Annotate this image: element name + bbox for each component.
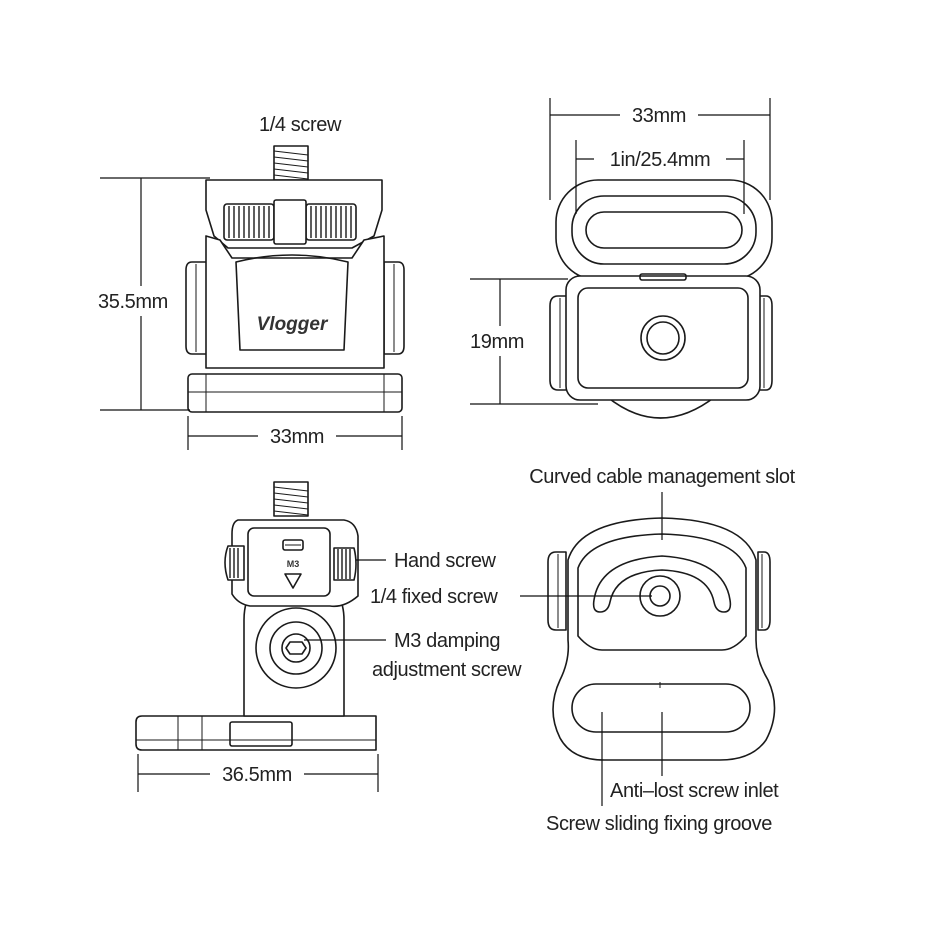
side-base-plate [135, 715, 377, 751]
hand-screw-label: Hand screw [394, 550, 497, 572]
front-knurled-wheel-left [223, 203, 275, 241]
side-top-screw [273, 481, 309, 517]
side-m3-mark: M3 [287, 559, 300, 569]
anti-lost-label: Anti–lost screw inlet [610, 780, 779, 802]
front-height-dimension [100, 177, 210, 411]
side-width-dimension [137, 754, 379, 792]
top-view [549, 179, 773, 419]
sliding-groove-label: Screw sliding fixing groove [546, 813, 772, 835]
side-damping-screw [281, 633, 311, 663]
side-clamp-block [231, 519, 359, 608]
cable-slot-label: Curved cable management slot [529, 466, 795, 488]
top-height-dimension [470, 278, 598, 405]
fixed-screw-label: 1/4 fixed screw [370, 586, 498, 608]
front-base-plate [187, 373, 403, 413]
bottom-view-knob-left [547, 551, 567, 631]
m3-label-line2: adjustment screw [372, 659, 522, 681]
top-inner-width-label: 1in/25.4mm [610, 149, 711, 171]
side-hand-screw-knob [333, 547, 357, 581]
top-height-label: 19mm [470, 331, 524, 353]
top-view-slot-loop [555, 179, 773, 281]
bottom-view-knob-right [757, 551, 771, 631]
front-top-screw [273, 145, 309, 181]
top-screw-label: 1/4 screw [259, 114, 342, 136]
side-left-knob [224, 545, 245, 581]
top-inner-width-dimension [575, 140, 745, 214]
front-width-label: 33mm [270, 426, 324, 448]
bottom-view-plate [552, 517, 776, 761]
side-direction-arrow-icon [284, 573, 302, 589]
side-width-label: 36.5mm [222, 764, 292, 786]
side-view: M3 [135, 481, 377, 751]
top-outer-width-dimension [549, 98, 771, 200]
front-side-knob-left [185, 261, 209, 355]
front-view: Vlogger [185, 145, 405, 413]
bottom-view-sliding-groove [571, 683, 751, 733]
front-width-dimension [187, 416, 403, 450]
front-logo: Vlogger [257, 314, 329, 335]
front-knurled-wheel-right [305, 203, 357, 241]
bottom-view [547, 517, 776, 761]
top-view-slot-opening [585, 211, 743, 249]
front-height-label: 35.5mm [98, 291, 168, 313]
top-outer-width-label: 33mm [632, 105, 686, 127]
front-body [205, 235, 385, 369]
front-center-collar [273, 199, 307, 245]
bottom-view-cable-slot [592, 555, 732, 613]
m3-label-line1: M3 damping [394, 630, 500, 652]
